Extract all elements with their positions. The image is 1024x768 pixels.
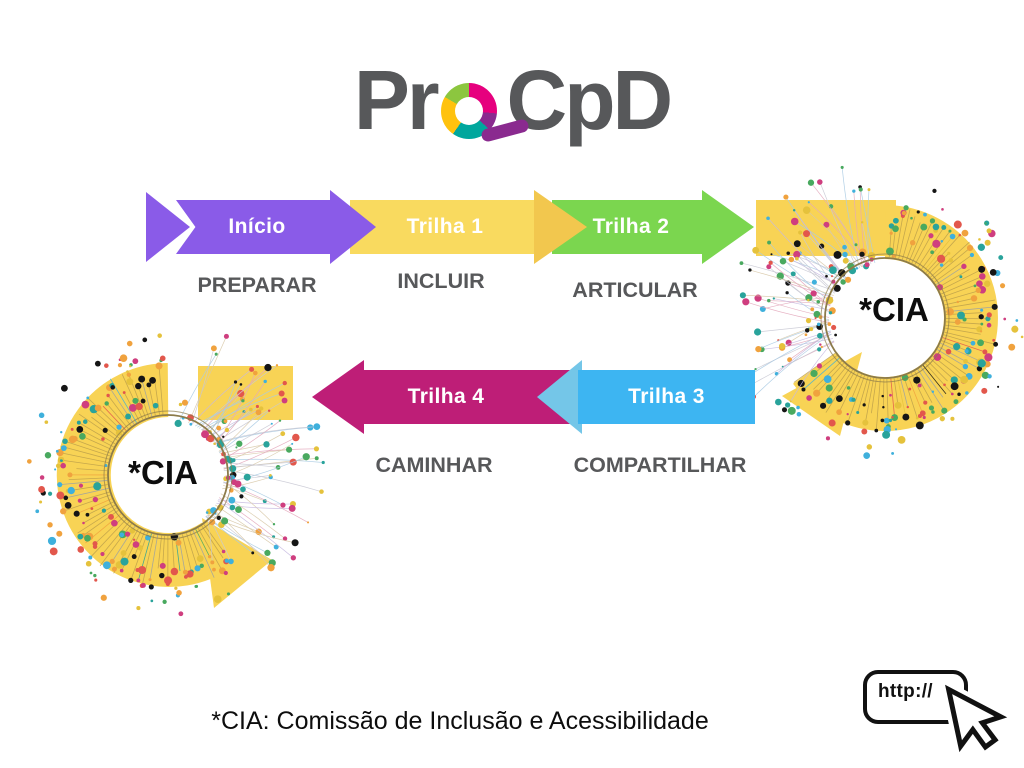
url-bar-text: http:// <box>878 681 933 702</box>
arrow-inicio-label: Início <box>228 215 286 238</box>
cia-dendrogram-top-right: *CIA <box>739 165 1024 459</box>
arrow-trilha3-label: Trilha 3 <box>628 385 705 408</box>
cursor-icon <box>941 682 1008 755</box>
arrow-trilha1-label: Trilha 1 <box>406 215 484 238</box>
arrow-trilha2-label: Trilha 2 <box>592 215 670 238</box>
caption-caminhar: CAMINHAR <box>375 453 493 477</box>
caption-incluir: INCLUIR <box>397 269 485 293</box>
svg-text:*CIA: *CIA <box>859 291 929 328</box>
arrow-inicio: Início <box>176 200 338 254</box>
caption-compartilhar: COMPARTILHAR <box>573 453 747 477</box>
logo-ring-icon <box>440 82 530 143</box>
arrow-trilha3: Trilha 3 <box>578 370 755 424</box>
cia-dendrogram-bottom-left: *CIA <box>26 333 325 617</box>
arrow-trilha2: Trilha 2 <box>552 200 710 254</box>
logo-text-right: CpD <box>506 53 674 147</box>
logo: Pr CpD <box>0 52 1024 149</box>
arrow-trilha1: Trilha 1 <box>350 200 540 254</box>
arrow-trilha4-label: Trilha 4 <box>407 385 485 408</box>
caption-articular: ARTICULAR <box>572 278 698 302</box>
footnote-cia: *CIA: Comissão de Inclusão e Acessibilid… <box>211 707 709 735</box>
logo-ring-hole <box>454 96 483 125</box>
caption-preparar: PREPARAR <box>197 273 317 297</box>
svg-text:*CIA: *CIA <box>128 454 198 491</box>
logo-text-left: Pr <box>353 53 440 147</box>
arrow-trilha4-head <box>312 360 364 434</box>
